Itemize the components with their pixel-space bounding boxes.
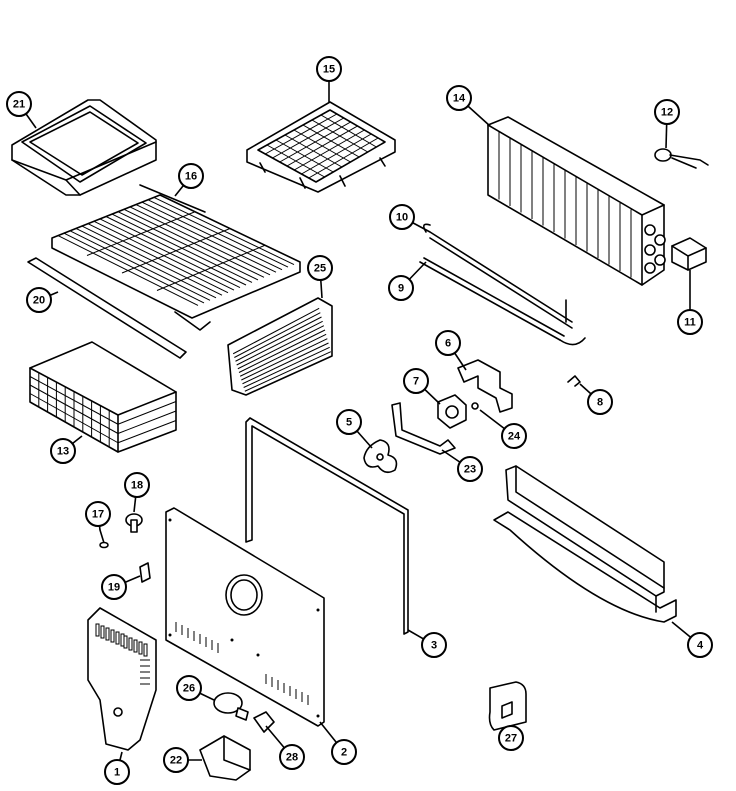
callout-28: 28 [279, 744, 305, 770]
callout-14: 14 [446, 85, 472, 111]
callout-8: 8 [587, 389, 613, 415]
callout-label: 7 [413, 376, 419, 388]
callout-4: 4 [687, 632, 713, 658]
callout-27: 27 [498, 725, 524, 751]
wire-basket-part [29, 341, 177, 453]
callout-label: 15 [323, 64, 335, 76]
callout-19: 19 [101, 574, 127, 600]
ice-bin-part [11, 99, 157, 196]
motor-bracket-part [391, 402, 456, 455]
rear-panel-part [165, 507, 325, 727]
callout-label: 26 [183, 683, 195, 695]
shelf-cover-part [227, 297, 333, 396]
callout-label: 21 [13, 99, 25, 111]
callout-label: 8 [597, 397, 603, 409]
callout-label: 20 [33, 295, 45, 307]
callout-15: 15 [316, 56, 342, 82]
callout-label: 19 [108, 582, 120, 594]
callout-label: 10 [396, 212, 408, 224]
evaporator-part [487, 116, 666, 286]
light-bulb-part [213, 692, 249, 721]
heater-tube-part [419, 257, 586, 346]
callout-label: 14 [453, 93, 466, 105]
defrost-timer-part [671, 237, 707, 271]
bracket-part [457, 359, 513, 413]
callout-label: 22 [170, 755, 182, 767]
switch-part [488, 681, 527, 731]
plug-18-part [125, 513, 143, 533]
callout-2: 2 [331, 739, 357, 765]
callout-22: 22 [163, 747, 189, 773]
callout-label: 13 [57, 446, 69, 458]
light-shield-part [199, 735, 251, 781]
air-duct-part [87, 607, 157, 751]
channel-rail-part [493, 465, 677, 623]
clip-part [567, 375, 581, 387]
callout-20: 20 [26, 287, 52, 313]
fan-blade-part [363, 439, 398, 474]
callout-10: 10 [389, 204, 415, 230]
callout-label: 6 [445, 338, 451, 350]
thermostat-part [654, 148, 709, 169]
callout-7: 7 [403, 368, 429, 394]
callout-26: 26 [176, 675, 202, 701]
callout-23: 23 [457, 456, 483, 482]
callout-1: 1 [104, 759, 130, 785]
callout-label: 1 [114, 767, 120, 779]
callout-label: 28 [286, 752, 298, 764]
callout-11: 11 [677, 309, 703, 335]
callout-label: 3 [431, 640, 437, 652]
callout-label: 17 [92, 509, 104, 521]
wire-shelf-part [51, 184, 301, 331]
callout-9: 9 [388, 275, 414, 301]
callout-label: 2 [341, 747, 347, 759]
callout-label: 12 [661, 107, 673, 119]
callout-label: 9 [398, 283, 404, 295]
callout-label: 23 [464, 464, 476, 476]
fan-motor-part [437, 394, 467, 429]
shelf-rail-part [27, 257, 187, 359]
callout-24: 24 [501, 423, 527, 449]
screw-part [471, 402, 479, 410]
callout-label: 16 [185, 171, 197, 183]
ice-tray-part [246, 101, 396, 193]
callout-18: 18 [124, 472, 150, 498]
callout-12: 12 [654, 99, 680, 125]
callout-label: 11 [684, 317, 696, 329]
callout-label: 4 [697, 640, 704, 652]
callout-3: 3 [421, 632, 447, 658]
callout-25: 25 [307, 255, 333, 281]
callout-label: 25 [314, 263, 326, 275]
callout-label: 27 [505, 733, 517, 745]
callout-17: 17 [85, 501, 111, 527]
callout-21: 21 [6, 91, 32, 117]
socket-part [253, 711, 275, 733]
callout-label: 18 [131, 480, 143, 492]
callout-5: 5 [336, 409, 362, 435]
cover-19-part [139, 562, 151, 583]
callout-label: 24 [508, 431, 521, 443]
callout-13: 13 [50, 438, 76, 464]
defrost-heater-part [422, 223, 573, 329]
callout-label: 5 [346, 417, 352, 429]
gasket-frame-part [245, 417, 409, 635]
callout-16: 16 [178, 163, 204, 189]
screw-17-part [99, 529, 109, 549]
callout-6: 6 [435, 330, 461, 356]
